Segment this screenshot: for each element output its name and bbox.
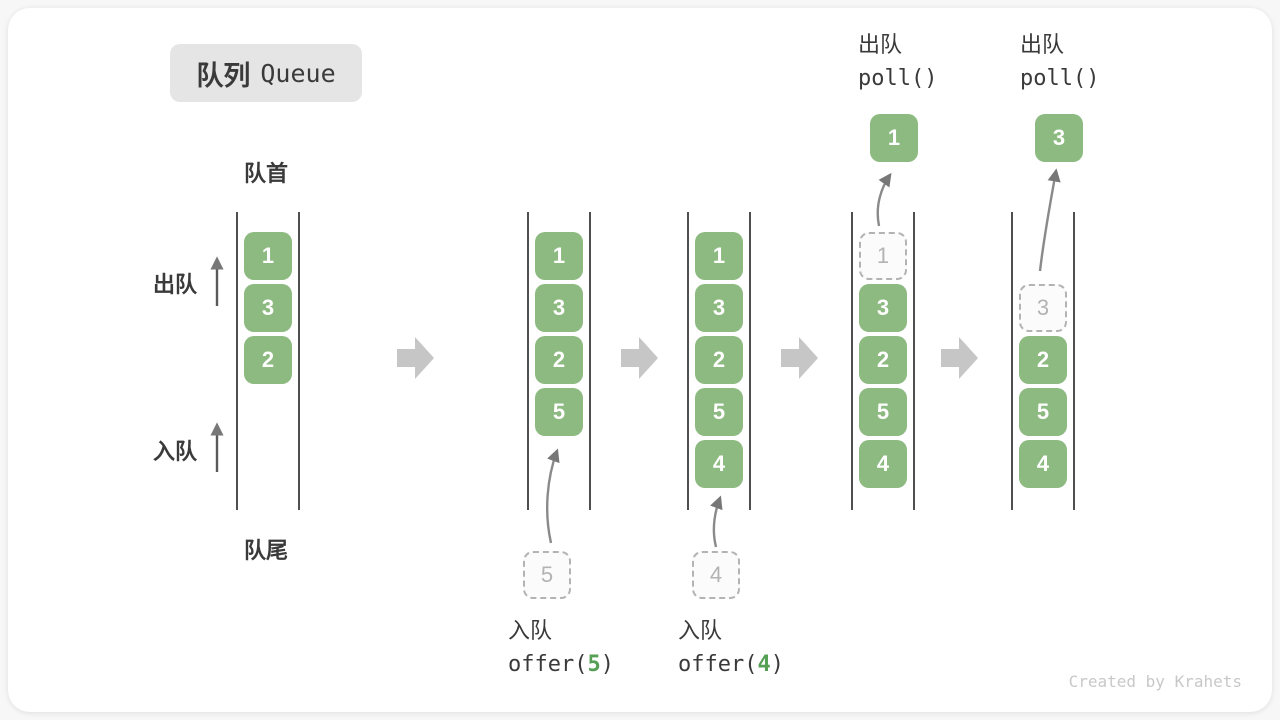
queue-element: 1 xyxy=(244,232,292,280)
popped-element: 1 xyxy=(870,114,918,162)
offer-arg: 4 xyxy=(757,652,771,677)
caption-zh: 入队 xyxy=(678,618,723,643)
caption-enqueue-offer4: 入队 offer(4) xyxy=(678,614,784,682)
caption-code: poll() xyxy=(1020,66,1100,91)
queue-element: 1 xyxy=(535,232,583,280)
step-arrow-icon xyxy=(621,337,658,379)
watermark-credit: Created by Krahets xyxy=(1068,672,1242,691)
title-en: Queue xyxy=(260,58,336,88)
step-arrow-icon xyxy=(397,337,434,379)
offer-arg: 5 xyxy=(587,652,601,677)
removed-slot: 3 xyxy=(1019,284,1067,332)
queue-wall xyxy=(298,212,300,510)
queue-wall xyxy=(851,212,853,510)
queue-element: 5 xyxy=(859,388,907,436)
queue-element: 2 xyxy=(695,336,743,384)
queue-element: 3 xyxy=(695,284,743,332)
label-dequeue: 出队 xyxy=(153,272,198,297)
caption-zh: 出队 xyxy=(1020,32,1065,57)
queue-element: 3 xyxy=(535,284,583,332)
queue-element: 1 xyxy=(695,232,743,280)
label-queue-front: 队首 xyxy=(243,161,288,186)
queue-wall xyxy=(1073,212,1075,510)
queue-wall xyxy=(589,212,591,510)
caption-zh: 入队 xyxy=(508,618,553,643)
queue-element: 4 xyxy=(1019,440,1067,488)
queue-wall xyxy=(749,212,751,510)
queue-element: 3 xyxy=(859,284,907,332)
caption-code: offer(4) xyxy=(678,652,784,677)
label-enqueue: 入队 xyxy=(153,439,198,464)
queue-element: 5 xyxy=(1019,388,1067,436)
queue-element: 2 xyxy=(859,336,907,384)
queue-wall xyxy=(527,212,529,510)
step-arrow-icon xyxy=(941,337,978,379)
queue-wall xyxy=(1011,212,1013,510)
caption-enqueue-offer5: 入队 offer(5) xyxy=(508,614,614,682)
pending-element: 4 xyxy=(692,551,740,599)
queue-element: 2 xyxy=(1019,336,1067,384)
queue-element: 5 xyxy=(695,388,743,436)
queue-element: 4 xyxy=(695,440,743,488)
queue-element: 5 xyxy=(535,388,583,436)
queue-element: 2 xyxy=(244,336,292,384)
caption-dequeue-poll-1: 出队 poll() xyxy=(858,28,937,96)
queue-element: 3 xyxy=(244,284,292,332)
queue-element: 2 xyxy=(535,336,583,384)
popped-element: 3 xyxy=(1035,114,1083,162)
title-box: 队列 Queue xyxy=(170,44,362,102)
queue-wall xyxy=(687,212,689,510)
queue-wall xyxy=(913,212,915,510)
caption-code: offer(5) xyxy=(508,652,614,677)
step-arrow-icon xyxy=(781,337,818,379)
removed-slot: 1 xyxy=(859,232,907,280)
pending-element: 5 xyxy=(523,551,571,599)
caption-code: poll() xyxy=(858,66,938,91)
caption-zh: 出队 xyxy=(858,32,903,57)
queue-element: 4 xyxy=(859,440,907,488)
caption-dequeue-poll-2: 出队 poll() xyxy=(1020,28,1099,96)
label-queue-rear: 队尾 xyxy=(243,538,288,563)
title-zh: 队列 xyxy=(196,60,251,91)
queue-wall xyxy=(236,212,238,510)
